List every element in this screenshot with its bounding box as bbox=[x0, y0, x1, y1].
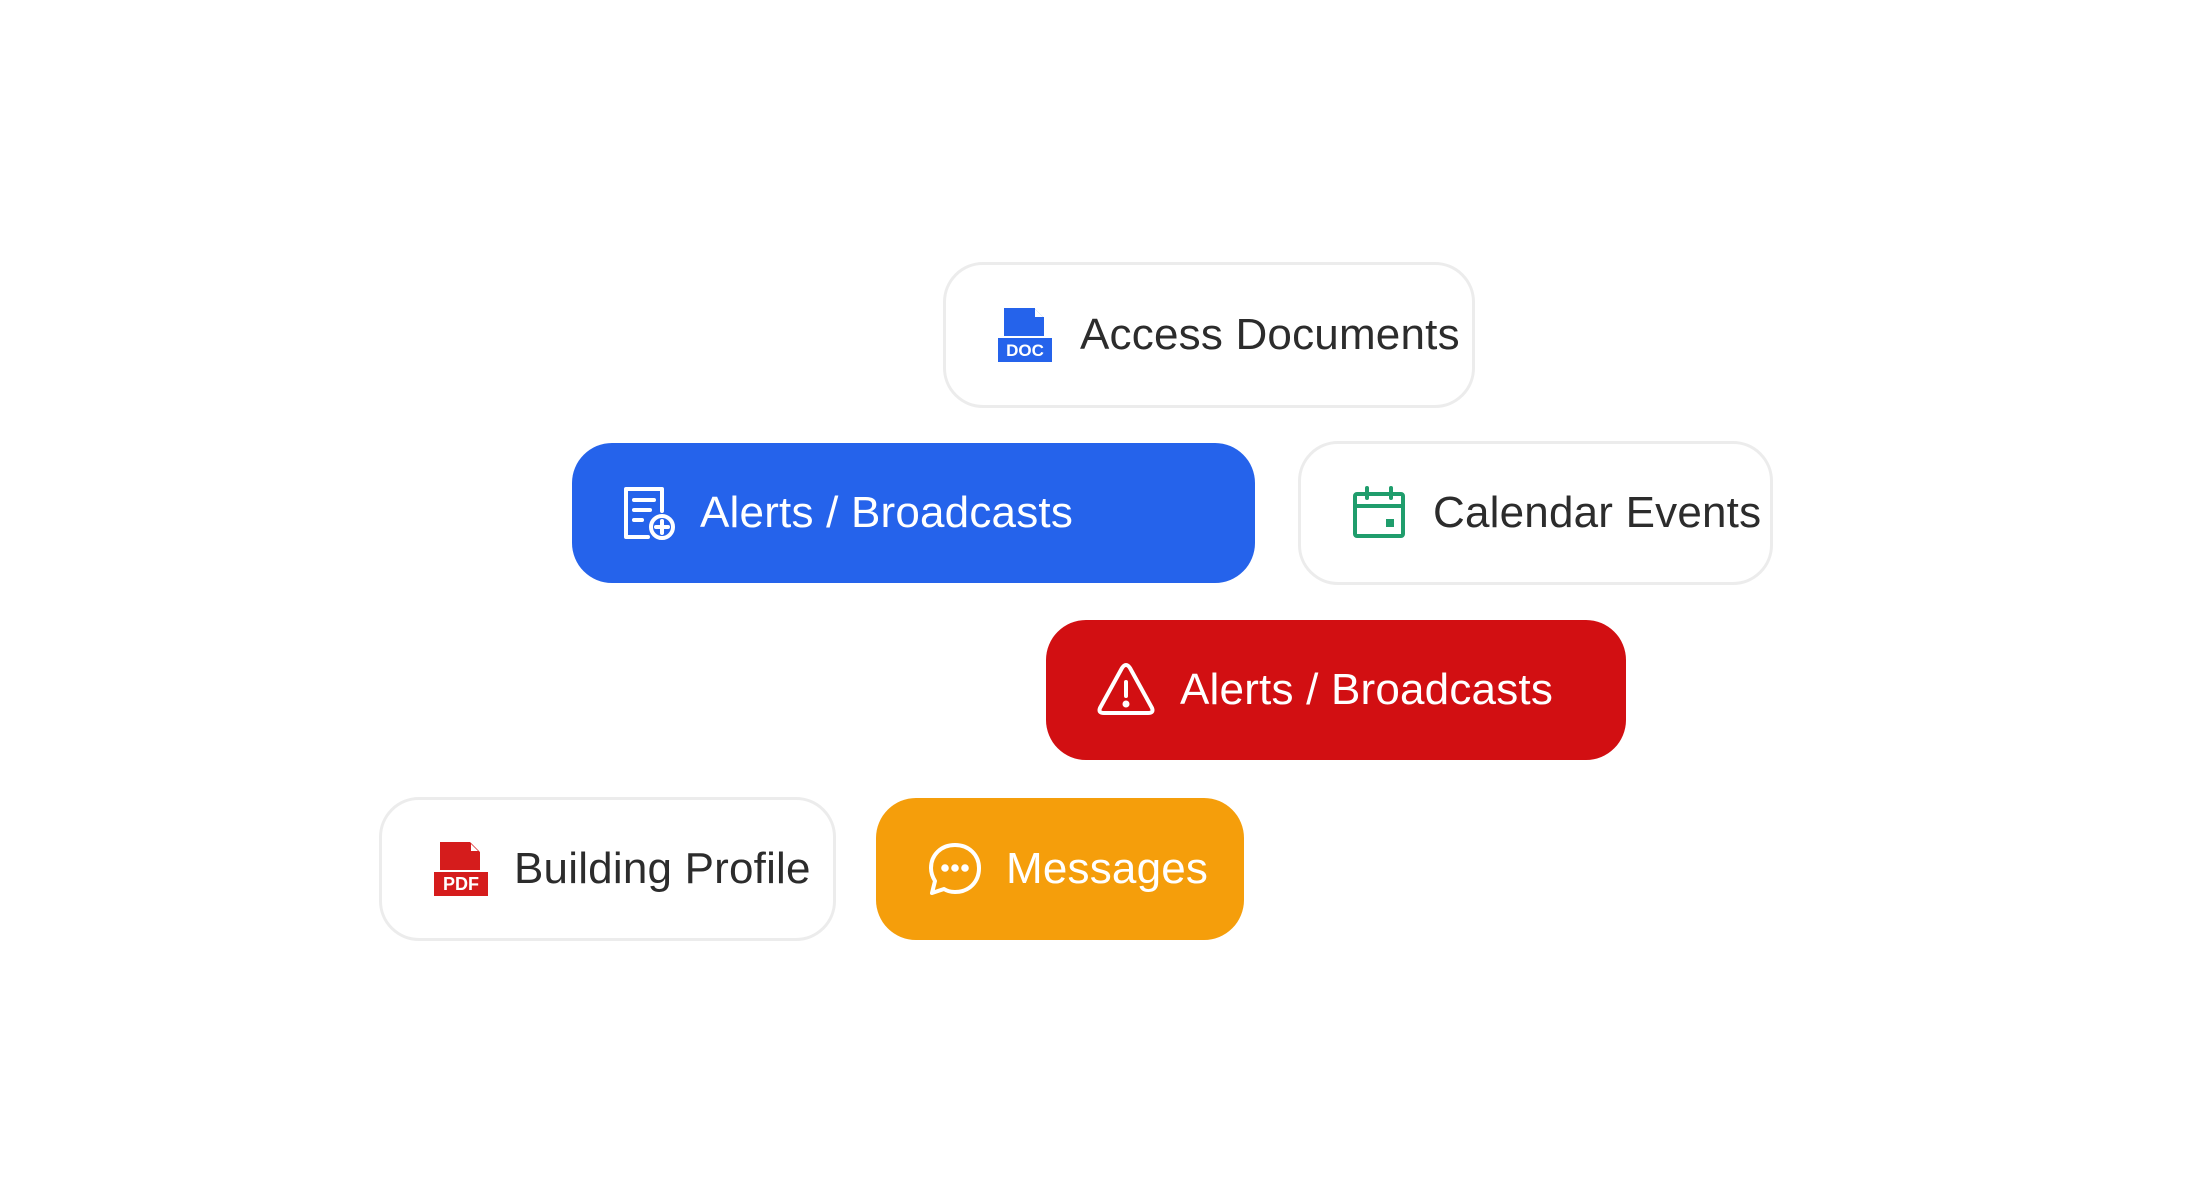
calendar-events-label: Calendar Events bbox=[1433, 488, 1762, 537]
doc-badge-text: DOC bbox=[1006, 341, 1044, 360]
building-profile-button[interactable]: PDF Building Profile bbox=[379, 797, 836, 941]
calendar-events-button[interactable]: Calendar Events bbox=[1298, 441, 1773, 585]
alerts-broadcasts-blue-label: Alerts / Broadcasts bbox=[700, 488, 1074, 537]
messages-label: Messages bbox=[1006, 844, 1209, 893]
doc-file-icon: DOC bbox=[996, 306, 1054, 364]
messages-button[interactable]: Messages bbox=[876, 798, 1244, 940]
access-documents-button[interactable]: DOC Access Documents bbox=[943, 262, 1475, 408]
alerts-broadcasts-blue-button[interactable]: Alerts / Broadcasts bbox=[572, 443, 1255, 583]
warning-triangle-icon bbox=[1096, 660, 1156, 720]
alerts-broadcasts-red-label: Alerts / Broadcasts bbox=[1180, 665, 1554, 714]
access-documents-label: Access Documents bbox=[1080, 310, 1460, 359]
calendar-icon bbox=[1351, 485, 1407, 541]
chat-bubble-icon bbox=[926, 840, 984, 898]
pdf-file-icon: PDF bbox=[432, 840, 490, 898]
building-profile-label: Building Profile bbox=[514, 844, 811, 893]
document-add-icon bbox=[618, 483, 678, 543]
pdf-badge-text: PDF bbox=[443, 874, 479, 894]
alerts-broadcasts-red-button[interactable]: Alerts / Broadcasts bbox=[1046, 620, 1626, 760]
